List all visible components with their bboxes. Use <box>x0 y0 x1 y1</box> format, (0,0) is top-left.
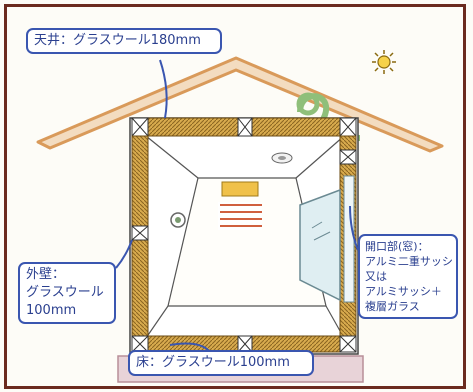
ceiling-insulation <box>131 117 357 137</box>
wall-insulation-label: 外壁： グラスウール 100mm <box>18 262 116 324</box>
sun-icon <box>372 50 396 74</box>
floor-insulation <box>131 335 357 353</box>
outlet-icon <box>170 212 186 228</box>
opening-label: 開口部(窓)： アルミ二重サッシ 又は アルミサッシ＋ 複層ガラス <box>358 234 458 319</box>
ceiling-light-icon <box>271 152 293 164</box>
roof <box>36 56 444 153</box>
diagram-frame <box>4 4 466 389</box>
callout-leaders <box>115 59 359 353</box>
left-wall-insulation <box>131 135 149 337</box>
ceiling-insulation-label: 天井：グラスウール180mm <box>26 28 222 54</box>
floor-insulation-label: 床：グラスウール100mm <box>128 350 314 376</box>
heater-icon <box>218 181 262 230</box>
